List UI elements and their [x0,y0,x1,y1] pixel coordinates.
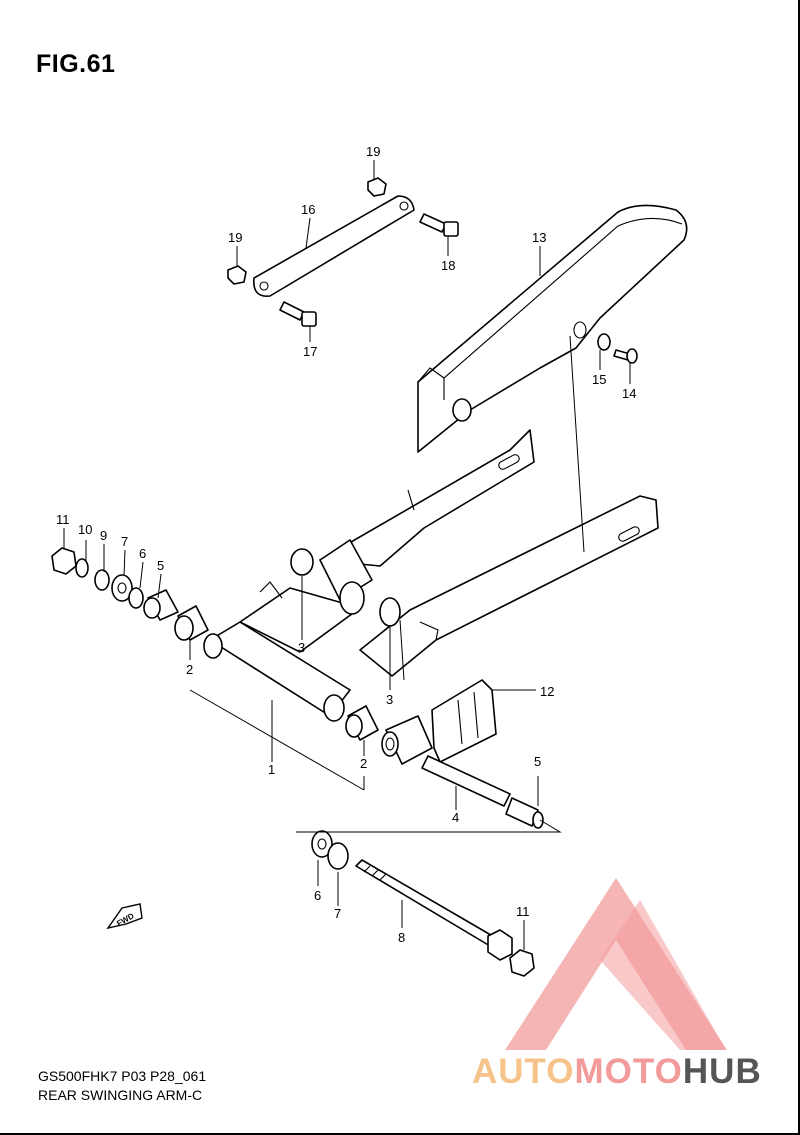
callout-7: 7 [121,534,128,549]
callout-4: 4 [452,810,459,825]
torque-link-nut-lower [227,265,247,285]
watermark-moto: MOTO [574,1052,683,1091]
callout-8: 8 [398,930,405,945]
callout-6: 6 [139,546,146,561]
callout-18: 18 [441,258,455,273]
callout-14: 14 [622,386,636,401]
callout-2: 2 [186,662,193,677]
callout-3: 3 [386,692,393,707]
torque-link [253,195,415,297]
swing-arm [203,429,659,722]
pivot-shaft [355,859,513,961]
callout-19: 19 [366,144,380,159]
callout-11: 11 [516,904,530,919]
pivot-hardware-left [51,547,209,641]
callout-12: 12 [540,684,554,699]
callout-19: 19 [228,230,242,245]
chain-case-washer [597,333,611,351]
callout-7: 7 [334,906,341,921]
callout-5: 5 [157,558,164,573]
callout-10: 10 [78,522,92,537]
fwd-arrow-icon: FWD [106,903,143,930]
spacer-collar [381,715,544,829]
watermark-auto: AUTO [472,1052,575,1091]
torque-link-bolt-lower [279,301,317,327]
pivot-nut-lower [509,949,535,977]
torque-link-nut-upper [367,177,387,197]
pivot-washer-lower [311,830,333,858]
callout-13: 13 [532,230,546,245]
figure-caption: REAR SWINGING ARM-C [38,1087,203,1103]
pivot-thrust-washer-lower [327,842,349,870]
watermark-logo-icon [505,878,727,1050]
figure-code: GS500FHK7 P03 P28_061 [38,1068,207,1084]
chain-case-bolt [613,348,638,364]
callout-3: 3 [298,640,305,655]
callout-2: 2 [360,756,367,771]
watermark-hub: HUB [682,1052,762,1091]
chain-buffer [431,679,497,763]
torque-link-bolt-upper [419,213,459,237]
figure-title: FIG.61 [36,50,116,78]
callout-6: 6 [314,888,321,903]
callout-1: 1 [268,762,275,777]
callout-15: 15 [592,372,606,387]
chain-case [417,204,688,453]
pivot-bushing-lower [345,705,379,741]
callout-5: 5 [534,754,541,769]
leader-lines [63,160,631,950]
callout-9: 9 [100,528,107,543]
assembly-lines [189,335,585,833]
watermark-brand: AUTOMOTOHUB [472,1052,762,1092]
callout-11: 11 [56,512,70,527]
callout-16: 16 [301,202,315,217]
callout-17: 17 [303,344,317,359]
callouts: 19 16 19 18 17 13 15 14 11 10 9 7 6 5 3 … [56,144,636,945]
